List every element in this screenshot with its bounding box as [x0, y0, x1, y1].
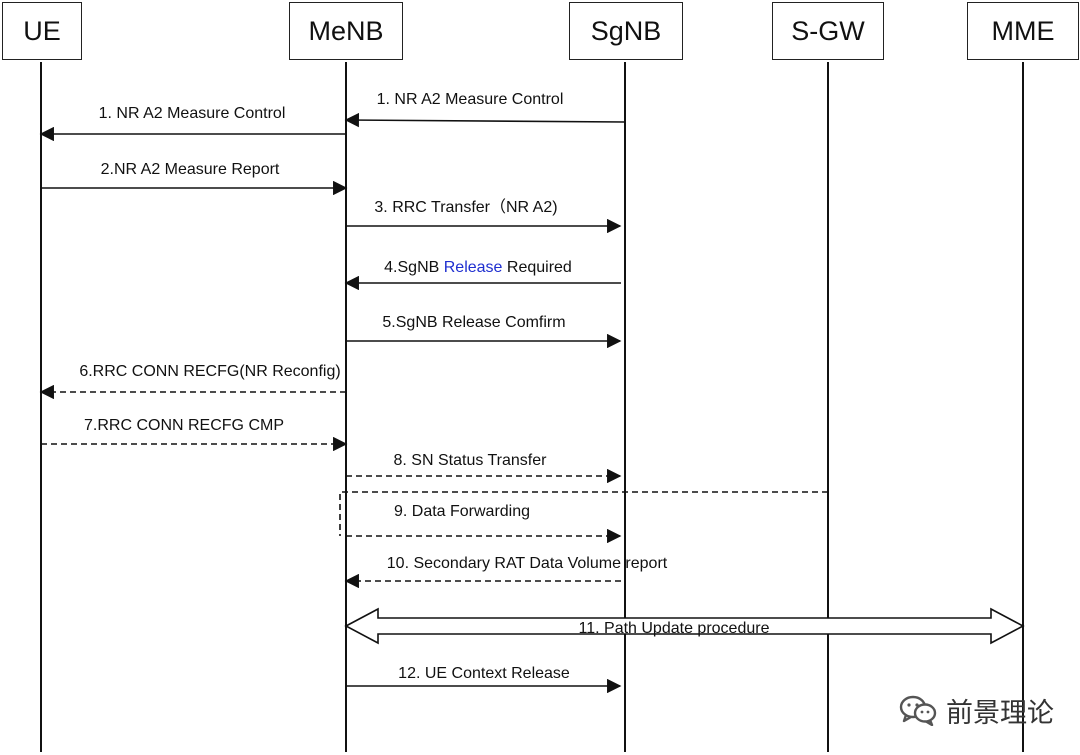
entity-sgw-label: S-GW: [791, 15, 865, 46]
message-label-7-part-1: 6.RRC CONN RECFG(NR Reconfig): [79, 363, 340, 380]
entity-sgnb-box: SgNB: [569, 2, 683, 60]
message-label-7: 6.RRC CONN RECFG(NR Reconfig): [79, 363, 340, 380]
entity-sgnb-label: SgNB: [590, 15, 662, 46]
message-11: 10. Secondary RAT Data Volume report: [344, 555, 668, 589]
message-label-3: 2.NR A2 Measure Report: [101, 161, 280, 178]
message-3: 2.NR A2 Measure Report: [41, 161, 348, 196]
message-2: 1. NR A2 Measure Control: [39, 105, 346, 142]
message-6: 5.SgNB Release Comfirm: [346, 314, 622, 349]
entity-sgw-box: S-GW: [772, 2, 884, 60]
message-label-10-part-1: 9. Data Forwarding: [394, 503, 530, 520]
message-label-2: 1. NR A2 Measure Control: [99, 105, 286, 122]
message-12: 11. Path Update procedure: [344, 607, 1025, 645]
message-label-2-part-1: 1. NR A2 Measure Control: [99, 105, 286, 122]
entity-menb-label: MeNB: [308, 15, 384, 46]
message-label-4-part-1: 3. RRC Transfer（NR A2): [374, 198, 557, 216]
message-label-13: 12. UE Context Release: [398, 665, 570, 682]
entity-ue-label: UE: [23, 15, 61, 46]
message-8: 7.RRC CONN RECFG CMP: [41, 417, 348, 452]
watermark-text: 前景理论: [946, 697, 1054, 729]
message-label-5: 4.SgNB Release Required: [384, 259, 572, 276]
message-5: 4.SgNB Release Required: [344, 259, 621, 291]
message-label-8-part-1: 7.RRC CONN RECFG CMP: [84, 417, 284, 434]
entity-mme-label: MME: [991, 15, 1055, 46]
message-label-1-part-1: 1. NR A2 Measure Control: [377, 91, 564, 108]
message-label-3-part-1: 2.NR A2 Measure Report: [101, 161, 280, 178]
wechat-icon: [899, 695, 937, 726]
message-label-5-part-2: Release: [444, 259, 503, 276]
message-label-9: 8. SN Status Transfer: [394, 452, 548, 469]
message-7: 6.RRC CONN RECFG(NR Reconfig): [39, 363, 346, 400]
message-label-8: 7.RRC CONN RECFG CMP: [84, 417, 284, 434]
message-1: 1. NR A2 Measure Control: [344, 91, 626, 128]
message-label-5-part-3: Required: [502, 259, 571, 276]
message-label-5-part-1: 4.SgNB: [384, 259, 444, 276]
message-label-12: 11. Path Update procedure: [579, 620, 770, 637]
data-forwarding-path: [339, 491, 828, 536]
entity-mme-box: MME: [967, 2, 1079, 60]
message-label-10: 9. Data Forwarding: [394, 503, 530, 520]
message-label-6-part-1: 5.SgNB Release Comfirm: [382, 314, 565, 331]
double-arrow-path-update: [344, 607, 1025, 645]
message-label-11-part-1: 10. Secondary RAT Data Volume report: [387, 555, 668, 572]
entity-menb-box: MeNB: [289, 2, 403, 60]
message-4: 3. RRC Transfer（NR A2): [346, 198, 622, 234]
message-label-13-part-1: 12. UE Context Release: [398, 665, 570, 682]
message-13: 12. UE Context Release: [346, 665, 622, 694]
message-arrow-1: [344, 112, 626, 128]
message-label-9-part-1: 8. SN Status Transfer: [394, 452, 548, 469]
message-10: 9. Data Forwarding: [346, 503, 622, 544]
entity-ue-box: UE: [2, 2, 82, 60]
message-9: 8. SN Status Transfer: [346, 452, 622, 484]
message-label-6: 5.SgNB Release Comfirm: [382, 314, 565, 331]
message-label-4: 3. RRC Transfer（NR A2): [374, 198, 557, 216]
message-label-11: 10. Secondary RAT Data Volume report: [387, 555, 668, 572]
message-label-1: 1. NR A2 Measure Control: [377, 91, 564, 108]
message-label-12-part-1: 11. Path Update procedure: [579, 620, 770, 637]
watermark: 前景理论: [898, 688, 1054, 732]
